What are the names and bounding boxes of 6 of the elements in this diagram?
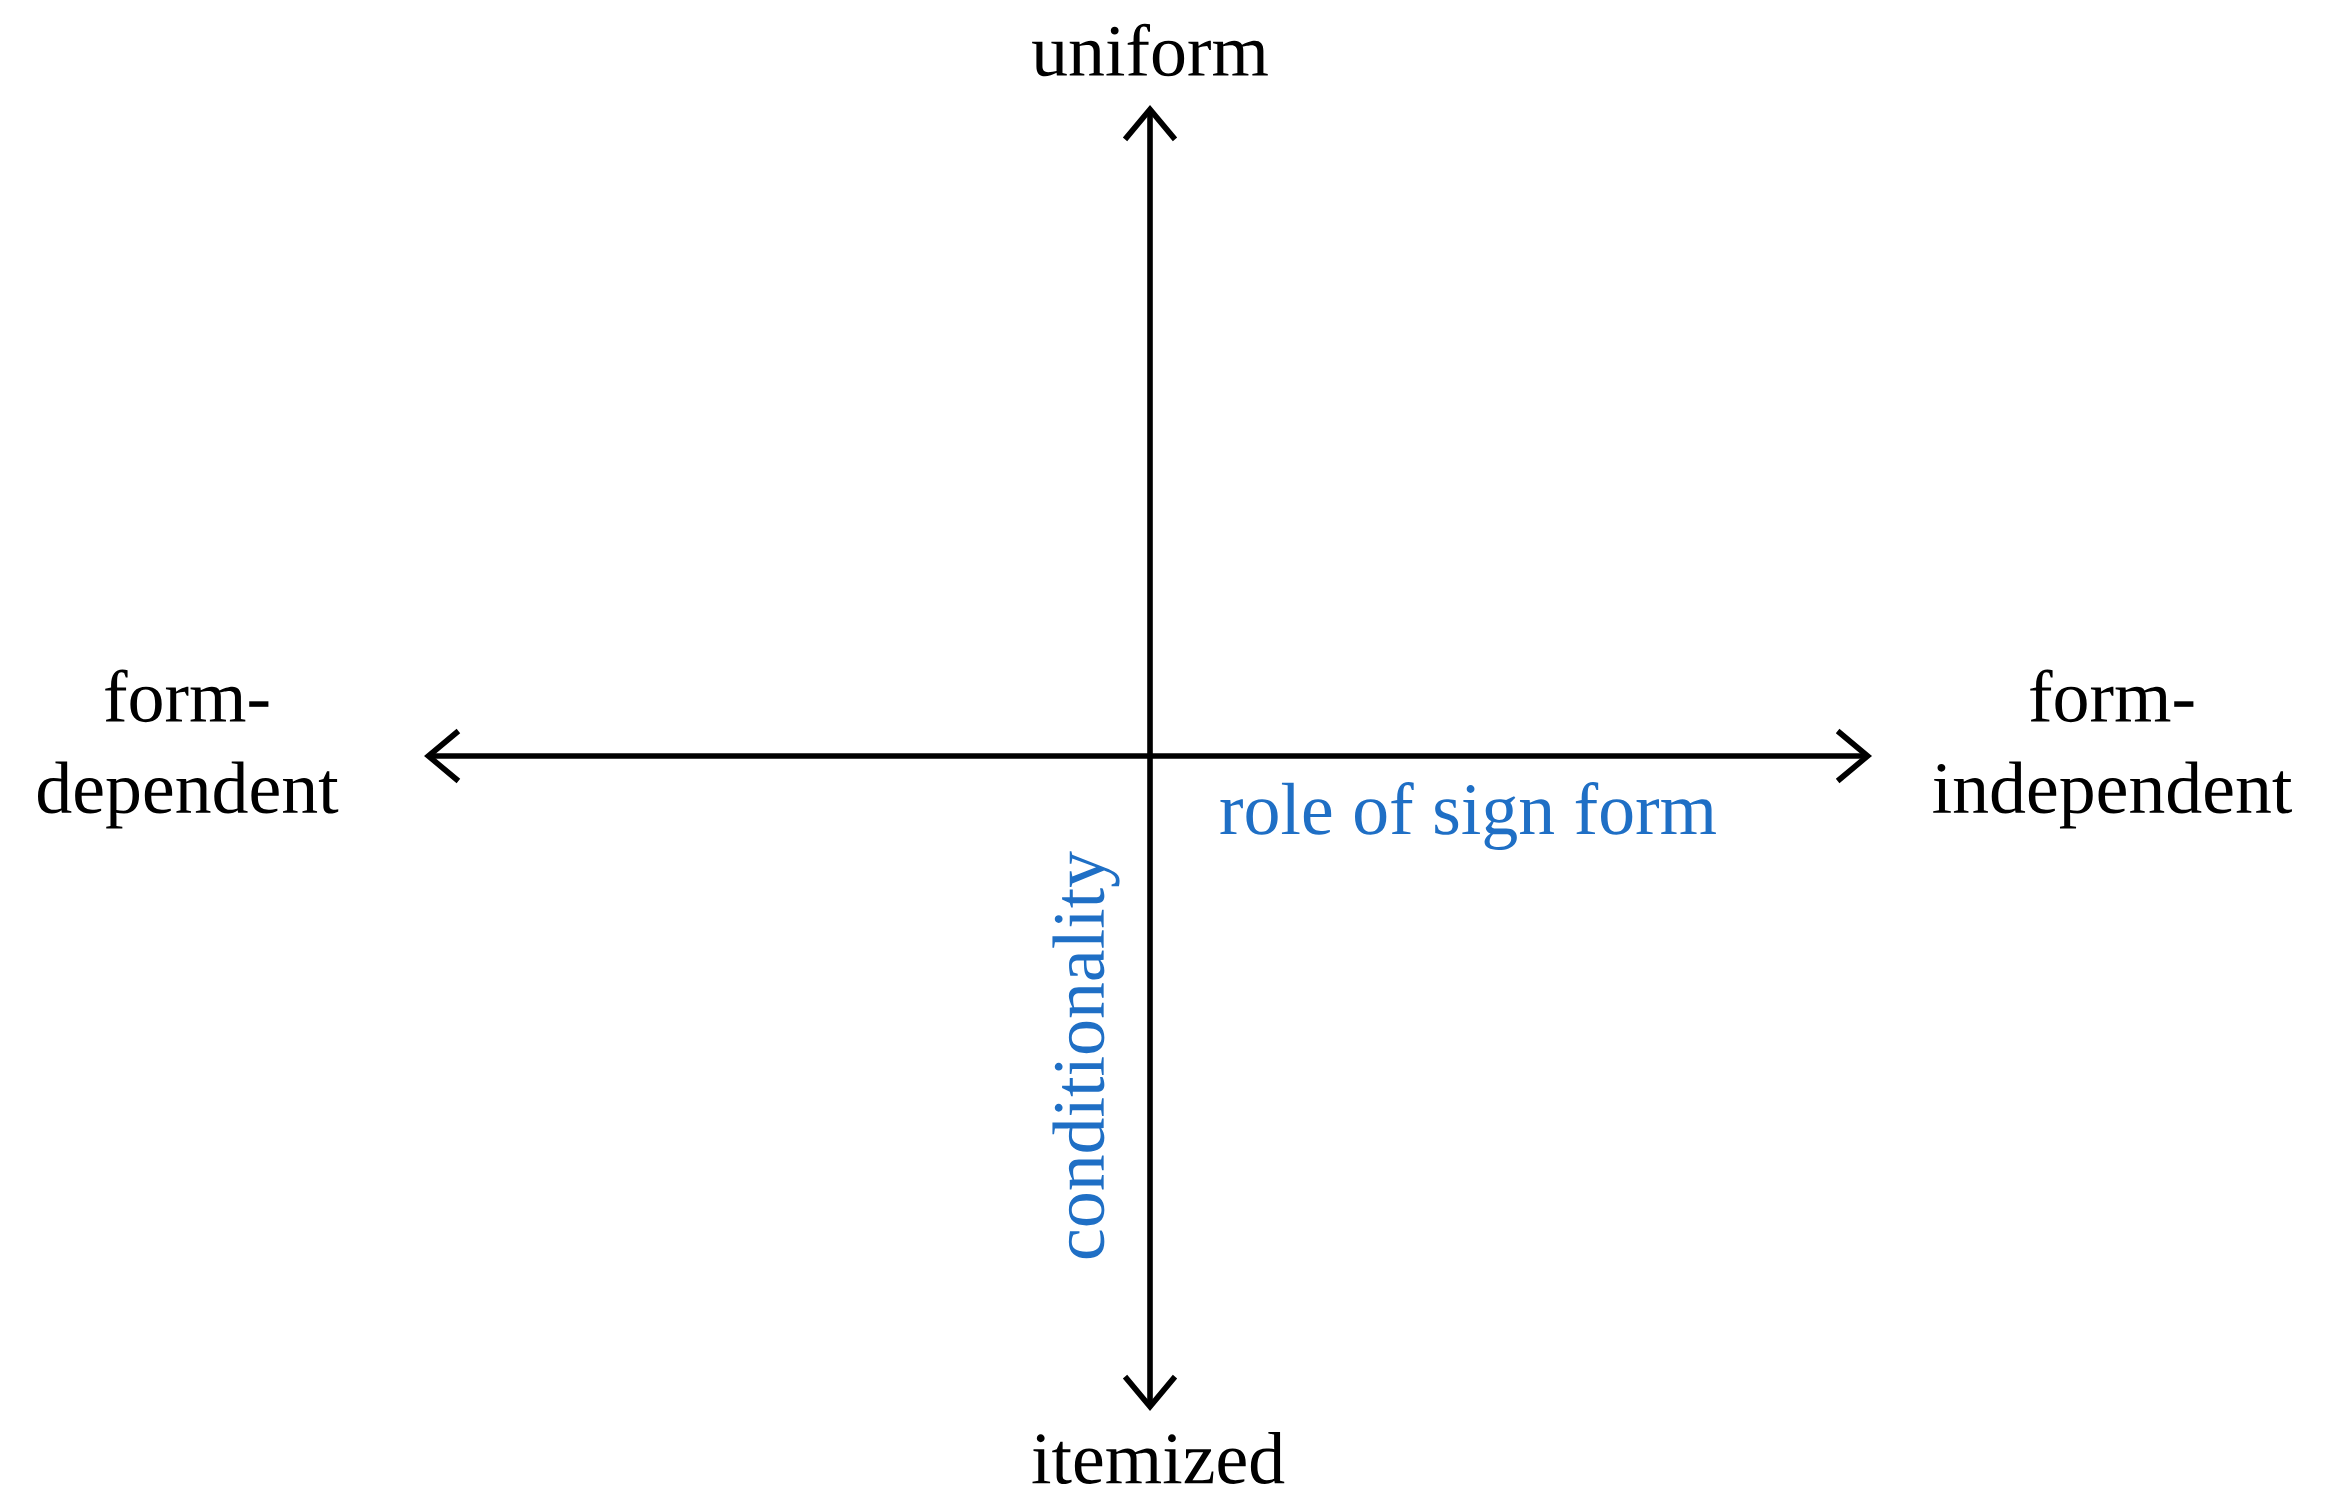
axis-title: conditionality: [1052, 851, 1120, 1259]
axis-end-label: form-independent: [1933, 669, 2292, 829]
axis-end-label: form-dependent: [38, 669, 339, 829]
axis-end-label: uniform: [1032, 23, 1268, 77]
axis-title: role of sign form: [1220, 782, 1716, 850]
axis-end-label: itemized: [1032, 1432, 1285, 1484]
